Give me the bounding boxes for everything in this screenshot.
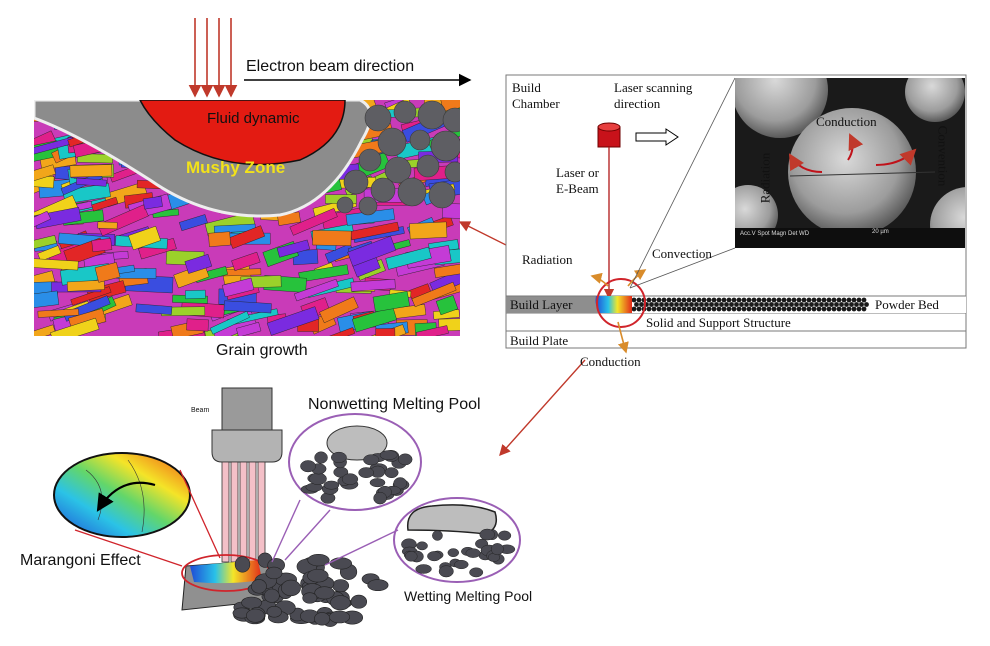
melt-pool-highlight [596, 278, 646, 328]
grain-map [34, 100, 460, 336]
grain-growth-label: Grain growth [216, 342, 308, 359]
conduction-label: Conduction [580, 354, 641, 369]
wetting-label: Wetting Melting Pool [404, 588, 533, 604]
laser-direction-label-2: direction [614, 96, 661, 111]
convection-arrow [627, 269, 647, 287]
mushy-zone-label: Mushy Zone [186, 158, 286, 177]
sem-footer: Acc.V Spot Magn Det WD [740, 231, 810, 237]
beam-direction-label: Electron beam direction [246, 58, 415, 75]
powder-bed-label: Powder Bed [875, 297, 939, 312]
laser-direction-label-1: Laser scanning [614, 80, 693, 95]
wetting-pool-inset [393, 497, 521, 583]
sem-conduction-label: Conduction [816, 114, 877, 129]
fluid-dynamic-label: Fluid dynamic [207, 110, 300, 127]
sem-radiation-label: Radiation [757, 152, 773, 204]
beam-label: Beam [191, 407, 210, 414]
sem-convention-label: Convention [935, 125, 951, 187]
source-label-1: Laser or [556, 165, 599, 180]
build-layer-label: Build Layer [510, 297, 573, 312]
source-label-2: E-Beam [556, 181, 599, 196]
bottom-powder [232, 552, 389, 627]
sem-scale: 20 µm [872, 229, 889, 235]
marangoni-ellipse [53, 452, 191, 538]
beam-arrows [188, 18, 238, 98]
scan-direction-arrow [635, 128, 679, 146]
powder-bed-beads [631, 297, 869, 312]
conduction-arrow [617, 321, 629, 354]
solid-support-label: Solid and Support Structure [646, 315, 791, 330]
nonwetting-label: Nonwetting Melting Pool [308, 396, 481, 413]
convection-label: Convection [652, 246, 712, 261]
nonwetting-pool-inset [288, 413, 422, 511]
melt-pool [595, 296, 632, 313]
radiation-arrow [590, 272, 609, 287]
sem-inset [735, 78, 965, 248]
radiation-label: Radiation [522, 252, 573, 267]
beam-column [211, 387, 283, 563]
marangoni-label: Marangoni Effect [20, 552, 141, 569]
build-plate-label: Build Plate [510, 333, 569, 348]
link-arrow-bottom [499, 359, 586, 457]
build-chamber-title-2: Chamber [512, 96, 560, 111]
build-chamber-title-1: Build [512, 80, 541, 95]
laser-head [597, 122, 621, 300]
